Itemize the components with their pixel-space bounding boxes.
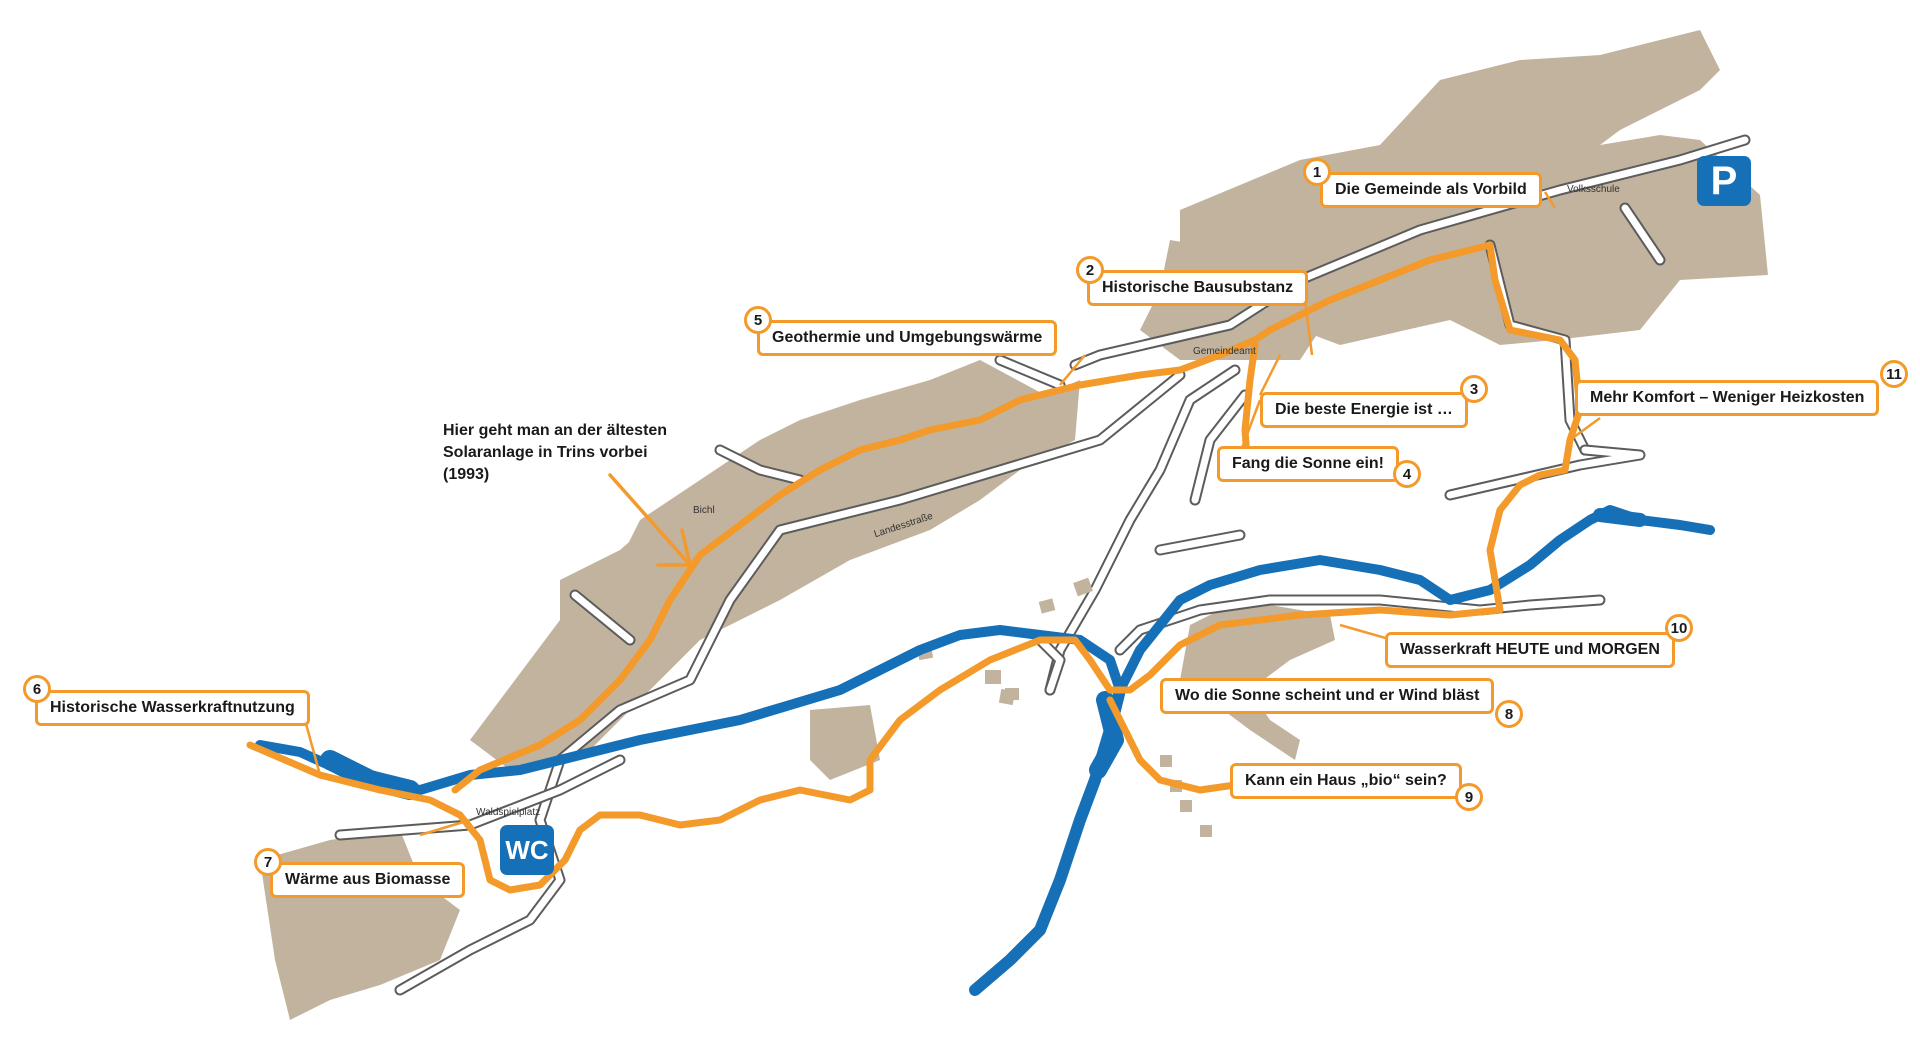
river-wide-section — [320, 750, 420, 800]
station-3-box[interactable]: Die beste Energie ist … — [1260, 392, 1468, 428]
station-9-number[interactable]: 9 — [1455, 783, 1483, 811]
trail-route-east-loop — [1106, 696, 1239, 794]
station-4-number[interactable]: 4 — [1393, 460, 1421, 488]
label-bichl: Bichl — [693, 505, 715, 516]
station-7-box[interactable]: Wärme aus Biomasse — [270, 862, 466, 898]
station-5-number[interactable]: 5 — [744, 306, 772, 334]
label-volksschule: Volksschule — [1567, 184, 1620, 195]
station-8-box[interactable]: Wo die Sonne scheint und er Wind bläst — [1160, 678, 1495, 714]
station-11-number[interactable]: 11 — [1880, 360, 1908, 388]
area-southwest — [260, 830, 460, 1020]
station-1-number[interactable]: 1 — [1303, 158, 1331, 186]
solar-annotation-line-3: (1993) — [443, 466, 490, 483]
station-10-number[interactable]: 10 — [1665, 614, 1693, 642]
parking-sign[interactable]: P — [1697, 156, 1751, 206]
river-confluence — [1089, 691, 1124, 779]
station-3-number[interactable]: 3 — [1460, 375, 1488, 403]
station-7-number[interactable]: 7 — [254, 848, 282, 876]
solar-annotation-line-2: Solaranlage in Trins vorbei — [443, 444, 648, 461]
station-10-box[interactable]: Wasserkraft HEUTE und MORGEN — [1385, 632, 1675, 668]
station-2-box[interactable]: Historische Bausubstanz — [1087, 270, 1309, 306]
wc-sign[interactable]: WC — [500, 825, 554, 875]
station-2-number[interactable]: 2 — [1076, 256, 1104, 284]
label-gemeindeamt: Gemeindeamt — [1193, 346, 1256, 357]
solar-annotation-line-1: Hier geht man an der ältesten — [443, 422, 668, 439]
station-4-box[interactable]: Fang die Sonne ein! — [1217, 446, 1400, 482]
station-1-box[interactable]: Die Gemeinde als Vorbild — [1320, 172, 1542, 208]
river-inflow — [969, 684, 1126, 996]
station-5-box[interactable]: Geothermie und Umgebungswärme — [757, 320, 1058, 356]
station-11-box[interactable]: Mehr Komfort – Weniger Heizkosten — [1575, 380, 1880, 416]
solar-annotation: Hier geht man an der ältesten Solaranlag… — [443, 420, 667, 486]
station-6-number[interactable]: 6 — [23, 675, 51, 703]
station-8-number[interactable]: 8 — [1495, 700, 1523, 728]
area-river-mid — [810, 705, 880, 780]
label-waldspielplatz: Waldspielplatz — [476, 807, 541, 818]
station-9-box[interactable]: Kann ein Haus „bio“ sein? — [1230, 763, 1462, 799]
station-6-box[interactable]: Historische Wasserkraftnutzung — [35, 690, 310, 726]
trail-route — [246, 241, 1584, 894]
area-bichl-upper — [560, 365, 1000, 640]
river-east — [1593, 508, 1647, 527]
